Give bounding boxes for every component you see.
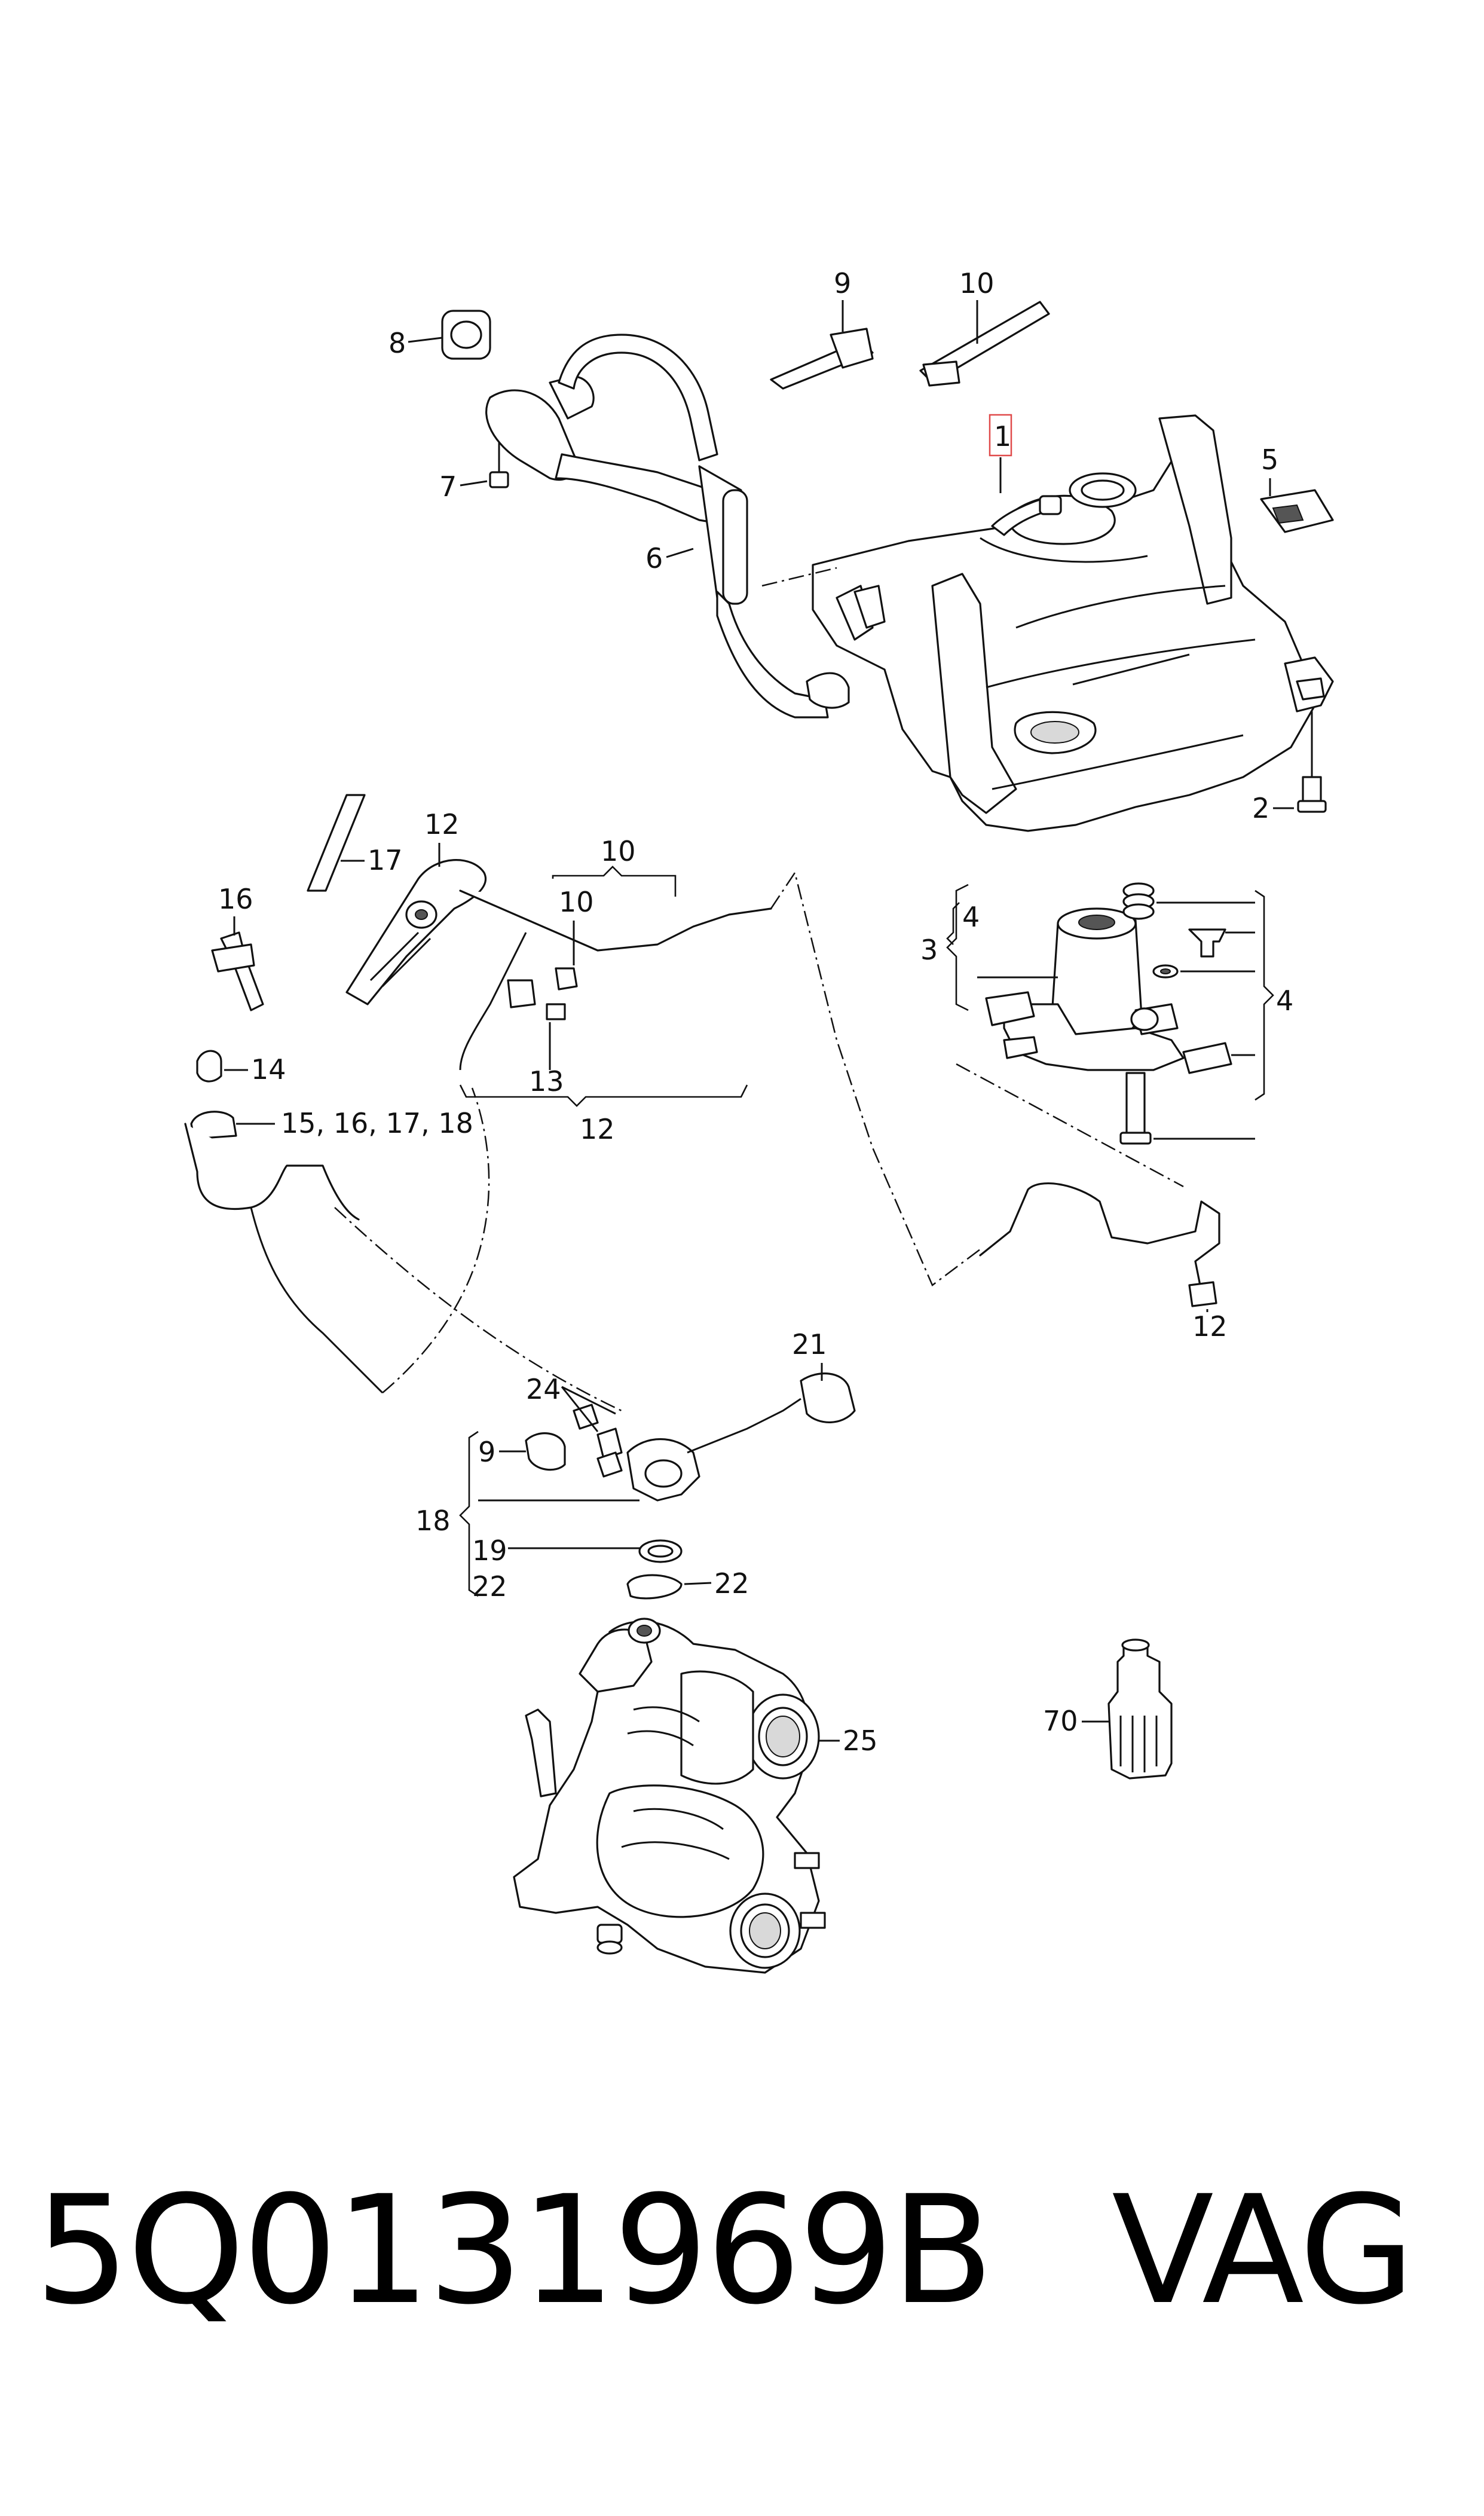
clip-part-9-top: 9 <box>770 267 874 390</box>
callout-label: 10 <box>959 267 995 299</box>
catalytic-converter-part-25: 25 <box>513 1618 878 1974</box>
callout-label: 9 <box>478 1436 495 1468</box>
dosing-valve-assembly: 9 21 24 18 19 22 22 <box>415 1328 856 1603</box>
callout-label: 9 <box>834 267 851 299</box>
callout-label: 18 <box>415 1505 451 1537</box>
callout-label: 24 <box>526 1373 561 1405</box>
callout-label: 7 <box>439 470 457 503</box>
callout-label: 25 <box>843 1725 878 1757</box>
callout-label: 2 <box>1252 792 1269 824</box>
callout-label: 14 <box>251 1053 286 1086</box>
connector-part-5: 5 <box>1260 444 1334 533</box>
callout-label: 13 <box>529 1065 564 1097</box>
pump-unit-assembly: 3 4 4 <box>920 882 1293 1188</box>
exploded-parts-diagram: 1 2 5 9 10 <box>184 267 1334 1974</box>
callout-label: 1 <box>994 420 1011 453</box>
callout-label: 4 <box>962 901 980 933</box>
callout-label: 10 <box>559 886 594 918</box>
bracket-part-10: 10 <box>919 267 1050 387</box>
tank-assembly: 1 <box>761 414 1334 832</box>
bolt-part-2: 2 <box>1252 711 1327 824</box>
callout-label: 22 <box>472 1570 507 1603</box>
callout-label: 10 <box>601 835 636 867</box>
callout-label: 19 <box>472 1534 507 1567</box>
callout-label: 6 <box>645 542 663 574</box>
callout-label: 70 <box>1043 1705 1078 1737</box>
part-number-text: 5Q0131969B <box>35 2163 994 2337</box>
callout-label: 16 <box>218 883 253 915</box>
callout-label: 4 <box>1276 985 1293 1017</box>
callout-label: 8 <box>388 327 406 359</box>
callout-label: 12 <box>580 1113 615 1145</box>
brand-text: VAG <box>1112 2163 1415 2337</box>
callout-label: 15, 16, 17, 18 <box>281 1107 473 1139</box>
callout-label: 3 <box>920 934 938 966</box>
callout-label: 12 <box>424 808 460 840</box>
callout-1-highlight-box <box>989 414 1012 457</box>
callout-label: 12 <box>1192 1310 1228 1343</box>
callout-label: 22 <box>714 1567 749 1600</box>
fluid-bottle-part-70: 70 <box>1043 1638 1173 1780</box>
callout-label: 21 <box>792 1328 827 1361</box>
filler-neck-assembly: 8 7 6 <box>388 310 850 719</box>
callout-label: 5 <box>1261 444 1278 476</box>
callout-label: 17 <box>368 844 403 876</box>
heater-line-assembly: 17 12 10 10 13 12 16 14 15, 16, 17, 18 <box>184 794 1228 1412</box>
